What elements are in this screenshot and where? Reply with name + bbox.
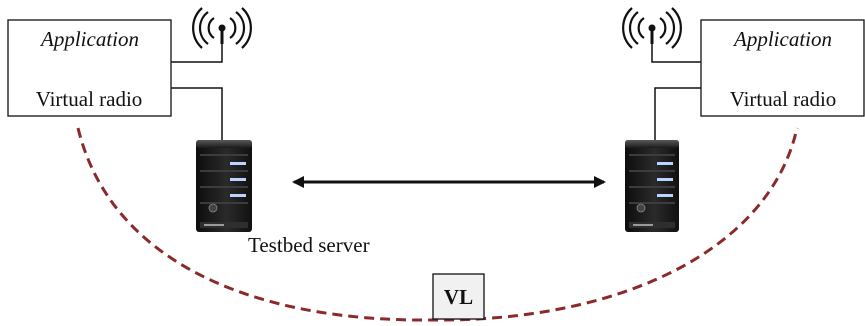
vl-box: VL [432,273,485,320]
server-icon [625,140,679,232]
left-server-connector [171,87,223,140]
testbed-server-label: Testbed server [248,233,370,257]
right-application-label: Application [732,27,832,51]
antenna-icon [622,7,682,49]
vl-label: VL [444,285,473,309]
left-application-box [7,19,172,117]
left-antenna-connector [171,42,223,63]
left-application-label: Application [39,27,139,51]
virtual-link-dashed-arc [76,127,799,322]
right-application-box [700,19,865,117]
antenna-icon [192,7,252,49]
server-icon [196,140,252,232]
right-node: Application Virtual radio [622,7,865,232]
left-virtual-radio-label: Virtual radio [36,87,143,111]
right-virtual-radio-label: Virtual radio [730,87,837,111]
right-antenna-connector [651,42,701,63]
left-node: Application Virtual radio [7,7,252,232]
right-server-connector [654,87,701,140]
